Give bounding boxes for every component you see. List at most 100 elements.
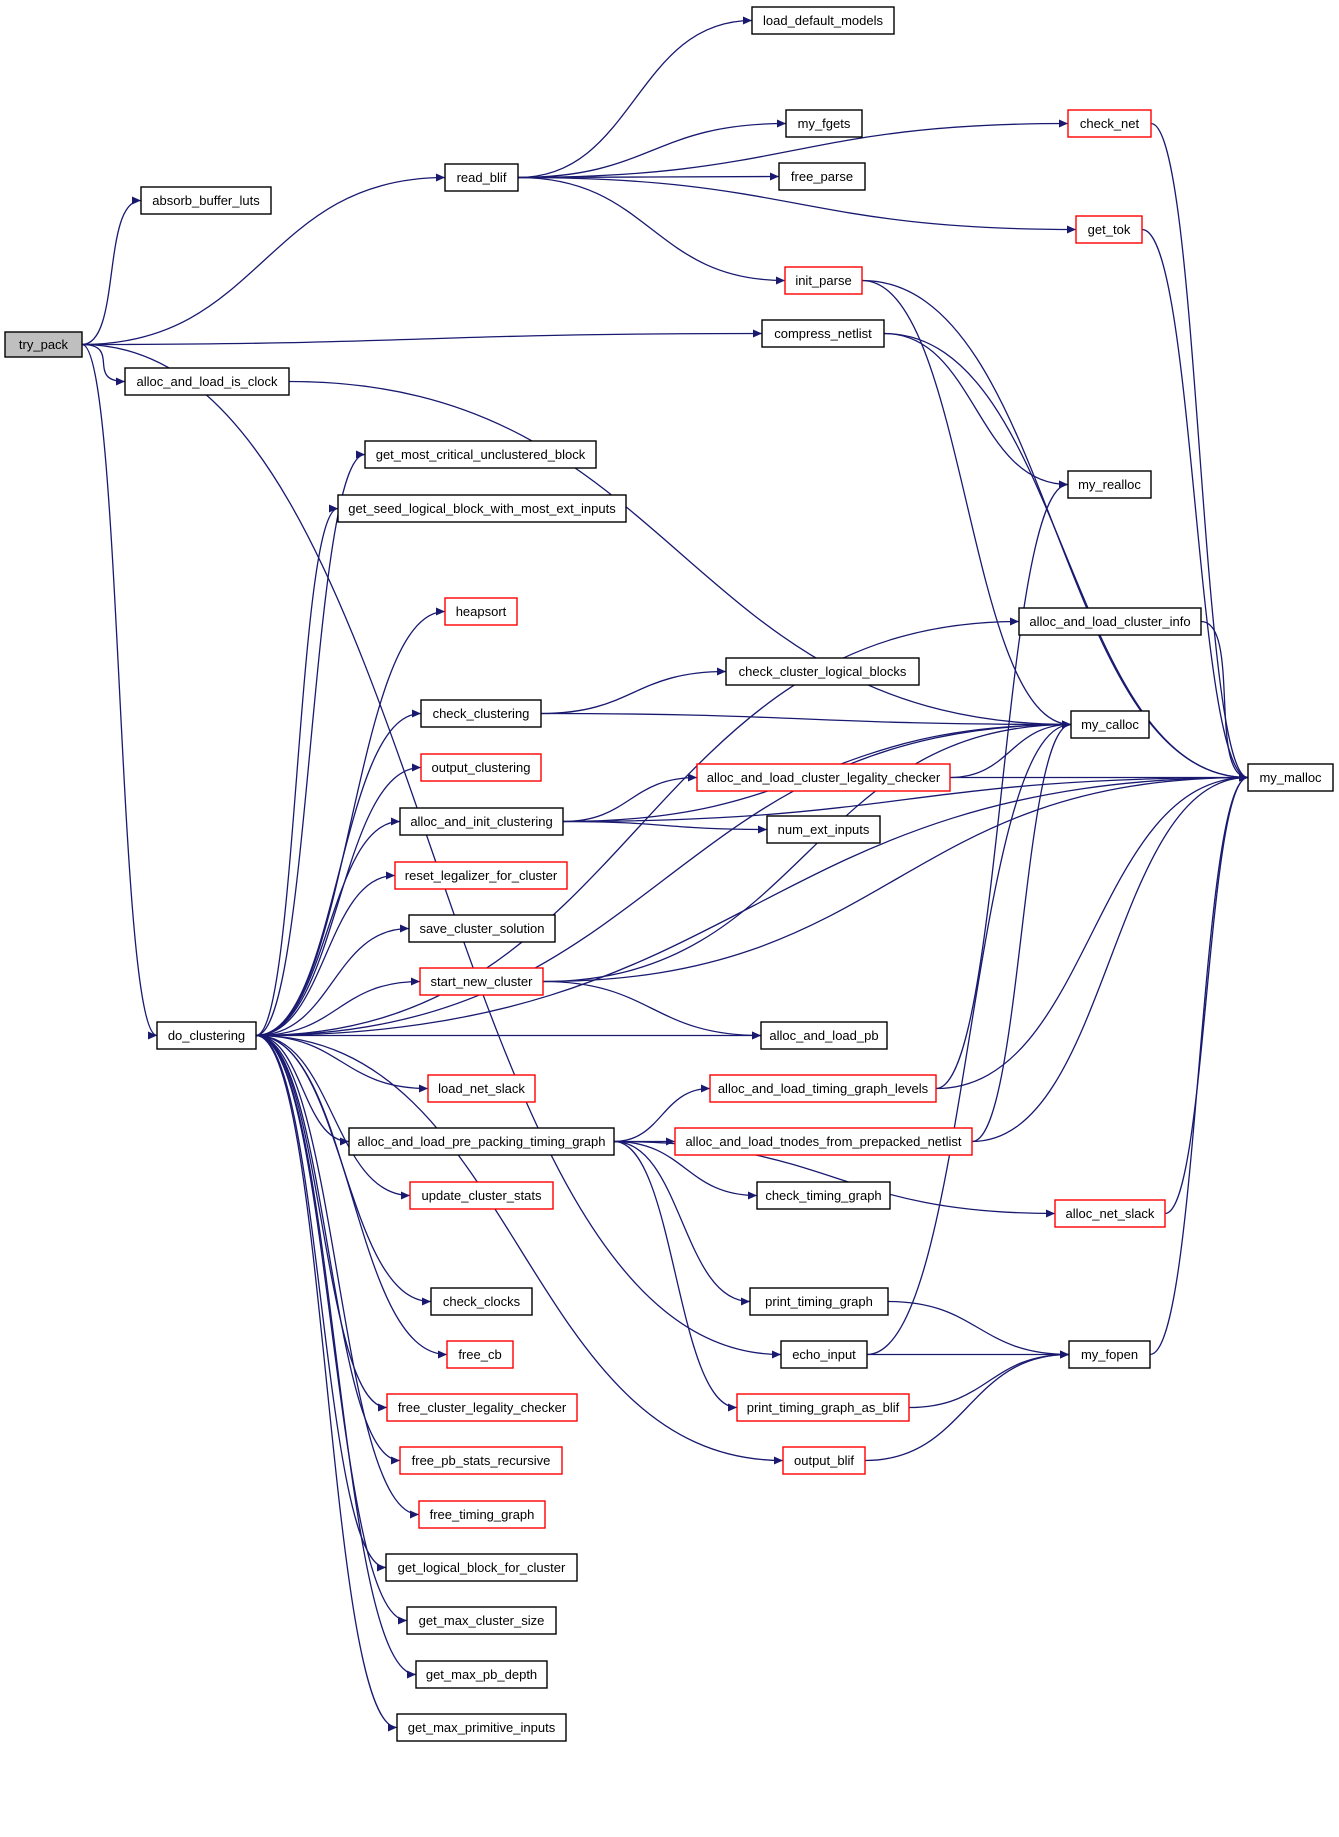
node-output-blif[interactable]: output_blif (782, 1446, 866, 1475)
node-box-print-timing-graph[interactable] (749, 1287, 889, 1316)
node-box-alloc-and-load-pb[interactable] (760, 1021, 888, 1050)
node-print-timing-graph[interactable]: print_timing_graph (749, 1287, 889, 1316)
node-get-max-pb-depth[interactable]: get_max_pb_depth (415, 1660, 548, 1689)
node-box-alloc-and-load-cluster-legality-checker[interactable] (696, 763, 951, 792)
node-load-net-slack[interactable]: load_net_slack (427, 1074, 536, 1103)
node-box-check-timing-graph[interactable] (756, 1181, 891, 1210)
node-box-absorb-buffer-luts[interactable] (140, 186, 272, 215)
node-my-malloc[interactable]: my_malloc (1247, 763, 1334, 792)
node-check-timing-graph[interactable]: check_timing_graph (756, 1181, 891, 1210)
node-init-parse[interactable]: init_parse (784, 266, 863, 295)
node-get-logical-block-for-cluster[interactable]: get_logical_block_for_cluster (385, 1553, 578, 1582)
node-get-max-cluster-size[interactable]: get_max_cluster_size (406, 1606, 557, 1635)
node-free-parse[interactable]: free_parse (778, 162, 866, 191)
node-free-pb-stats-recursive[interactable]: free_pb_stats_recursive (399, 1446, 563, 1475)
node-alloc-net-slack[interactable]: alloc_net_slack (1054, 1199, 1166, 1228)
node-alloc-and-load-cluster-info[interactable]: alloc_and_load_cluster_info (1018, 607, 1202, 636)
node-alloc-and-load-timing-graph-levels[interactable]: alloc_and_load_timing_graph_levels (709, 1074, 937, 1103)
node-absorb-buffer-luts[interactable]: absorb_buffer_luts (140, 186, 272, 215)
node-box-do-clustering[interactable] (156, 1021, 257, 1050)
node-box-free-timing-graph[interactable] (418, 1500, 546, 1529)
node-box-update-cluster-stats[interactable] (409, 1181, 554, 1210)
node-get-tok[interactable]: get_tok (1075, 215, 1143, 244)
node-box-num-ext-inputs[interactable] (766, 815, 881, 844)
node-do-clustering[interactable]: do_clustering (156, 1021, 257, 1050)
node-my-fopen[interactable]: my_fopen (1068, 1340, 1151, 1369)
node-try-pack[interactable]: try_pack (4, 331, 83, 358)
node-check-net[interactable]: check_net (1067, 109, 1152, 138)
node-box-my-malloc[interactable] (1247, 763, 1334, 792)
node-box-free-pb-stats-recursive[interactable] (399, 1446, 563, 1475)
node-box-get-logical-block-for-cluster[interactable] (385, 1553, 578, 1582)
node-alloc-and-load-is-clock[interactable]: alloc_and_load_is_clock (124, 367, 290, 396)
node-box-alloc-and-init-clustering[interactable] (399, 807, 564, 836)
node-box-alloc-and-load-tnodes-from-prepacked-netlist[interactable] (674, 1127, 973, 1156)
node-box-start-new-cluster[interactable] (419, 967, 544, 996)
node-get-most-critical-unclustered-block[interactable]: get_most_critical_unclustered_block (364, 440, 597, 469)
node-alloc-and-load-cluster-legality-checker[interactable]: alloc_and_load_cluster_legality_checker (696, 763, 951, 792)
node-box-read-blif[interactable] (444, 163, 519, 192)
node-save-cluster-solution[interactable]: save_cluster_solution (408, 914, 556, 943)
node-alloc-and-load-pre-packing-timing-graph[interactable]: alloc_and_load_pre_packing_timing_graph (348, 1127, 615, 1156)
node-box-load-net-slack[interactable] (427, 1074, 536, 1103)
node-reset-legalizer-for-cluster[interactable]: reset_legalizer_for_cluster (394, 861, 568, 890)
node-box-output-blif[interactable] (782, 1446, 866, 1475)
node-box-load-default-models[interactable] (751, 6, 895, 35)
node-box-save-cluster-solution[interactable] (408, 914, 556, 943)
node-output-clustering[interactable]: output_clustering (420, 753, 542, 782)
node-my-realloc[interactable]: my_realloc (1067, 470, 1152, 499)
node-start-new-cluster[interactable]: start_new_cluster (419, 967, 544, 996)
node-box-init-parse[interactable] (784, 266, 863, 295)
node-print-timing-graph-as-blif[interactable]: print_timing_graph_as_blif (736, 1393, 910, 1422)
node-num-ext-inputs[interactable]: num_ext_inputs (766, 815, 881, 844)
node-box-alloc-net-slack[interactable] (1054, 1199, 1166, 1228)
node-box-alloc-and-load-cluster-info[interactable] (1018, 607, 1202, 636)
node-alloc-and-load-tnodes-from-prepacked-netlist[interactable]: alloc_and_load_tnodes_from_prepacked_net… (674, 1127, 973, 1156)
node-read-blif[interactable]: read_blif (444, 163, 519, 192)
node-box-get-most-critical-unclustered-block[interactable] (364, 440, 597, 469)
node-box-check-net[interactable] (1067, 109, 1152, 138)
node-check-clustering[interactable]: check_clustering (420, 699, 542, 728)
node-echo-input[interactable]: echo_input (780, 1340, 868, 1369)
node-box-try-pack[interactable] (4, 331, 83, 358)
node-get-max-primitive-inputs[interactable]: get_max_primitive_inputs (396, 1713, 567, 1742)
node-box-compress-netlist[interactable] (761, 319, 885, 348)
node-box-print-timing-graph-as-blif[interactable] (736, 1393, 910, 1422)
node-box-free-cluster-legality-checker[interactable] (386, 1393, 578, 1422)
node-box-output-clustering[interactable] (420, 753, 542, 782)
node-box-get-tok[interactable] (1075, 215, 1143, 244)
node-heapsort[interactable]: heapsort (444, 597, 518, 626)
node-box-alloc-and-load-timing-graph-levels[interactable] (709, 1074, 937, 1103)
node-update-cluster-stats[interactable]: update_cluster_stats (409, 1181, 554, 1210)
node-box-check-clustering[interactable] (420, 699, 542, 728)
node-box-get-max-primitive-inputs[interactable] (396, 1713, 567, 1742)
node-box-reset-legalizer-for-cluster[interactable] (394, 861, 568, 890)
node-check-clocks[interactable]: check_clocks (430, 1287, 533, 1316)
node-free-cluster-legality-checker[interactable]: free_cluster_legality_checker (386, 1393, 578, 1422)
node-free-cb[interactable]: free_cb (446, 1340, 514, 1369)
node-load-default-models[interactable]: load_default_models (751, 6, 895, 35)
node-box-alloc-and-load-is-clock[interactable] (124, 367, 290, 396)
node-box-echo-input[interactable] (780, 1340, 868, 1369)
node-compress-netlist[interactable]: compress_netlist (761, 319, 885, 348)
node-box-my-calloc[interactable] (1070, 710, 1150, 739)
node-box-heapsort[interactable] (444, 597, 518, 626)
node-my-calloc[interactable]: my_calloc (1070, 710, 1150, 739)
node-box-check-clocks[interactable] (430, 1287, 533, 1316)
node-alloc-and-load-pb[interactable]: alloc_and_load_pb (760, 1021, 888, 1050)
node-box-get-seed-logical-block-with-most-ext-inputs[interactable] (337, 494, 627, 523)
node-check-cluster-logical-blocks[interactable]: check_cluster_logical_blocks (725, 657, 920, 686)
node-box-get-max-pb-depth[interactable] (415, 1660, 548, 1689)
node-alloc-and-init-clustering[interactable]: alloc_and_init_clustering (399, 807, 564, 836)
node-box-my-realloc[interactable] (1067, 470, 1152, 499)
node-box-get-max-cluster-size[interactable] (406, 1606, 557, 1635)
node-box-free-parse[interactable] (778, 162, 866, 191)
node-my-fgets[interactable]: my_fgets (785, 109, 863, 138)
node-box-alloc-and-load-pre-packing-timing-graph[interactable] (348, 1127, 615, 1156)
node-box-my-fopen[interactable] (1068, 1340, 1151, 1369)
node-get-seed-logical-block-with-most-ext-inputs[interactable]: get_seed_logical_block_with_most_ext_inp… (337, 494, 627, 523)
node-box-my-fgets[interactable] (785, 109, 863, 138)
node-free-timing-graph[interactable]: free_timing_graph (418, 1500, 546, 1529)
node-box-free-cb[interactable] (446, 1340, 514, 1369)
node-box-check-cluster-logical-blocks[interactable] (725, 657, 920, 686)
